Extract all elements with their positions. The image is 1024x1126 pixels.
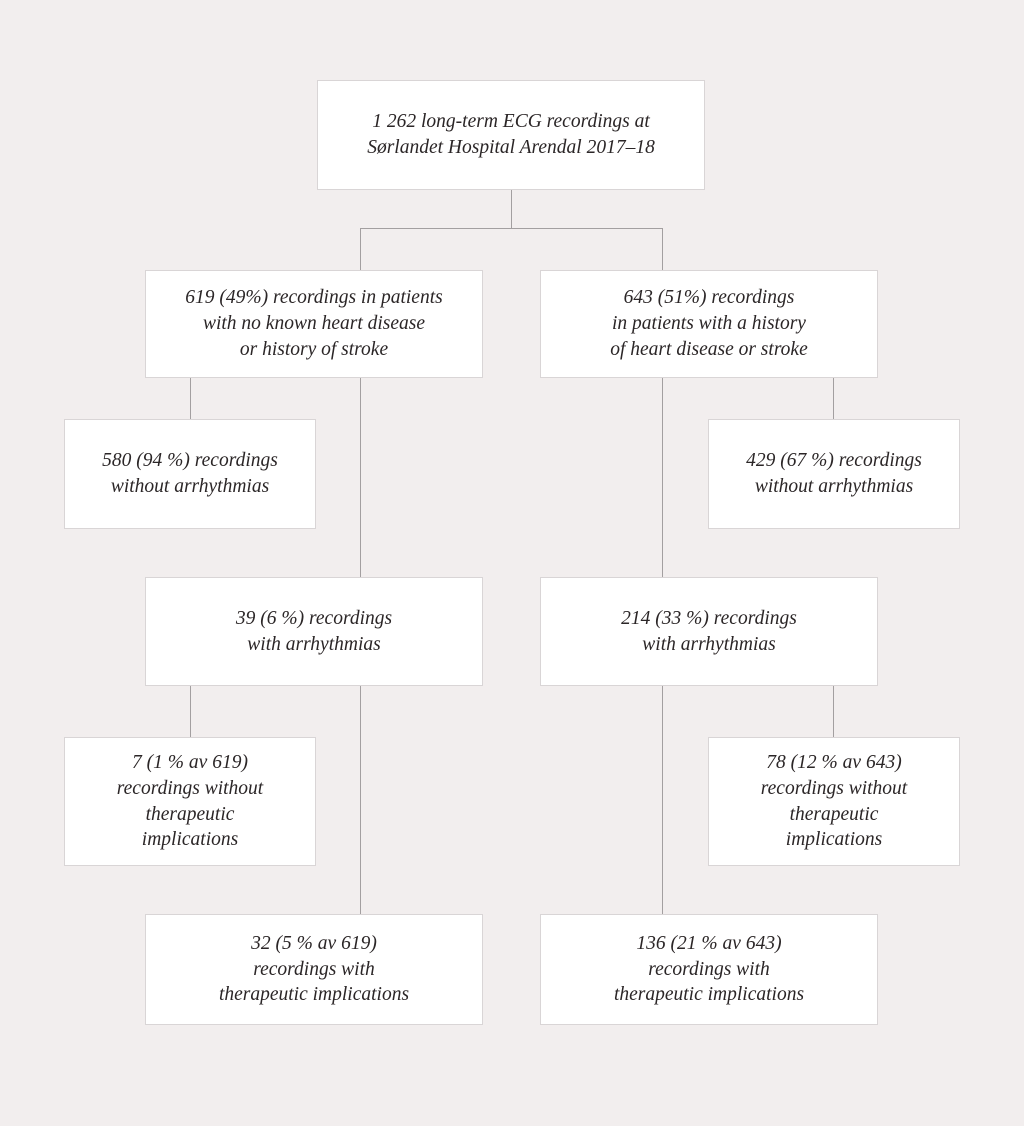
connector-left-side-upper xyxy=(190,378,191,419)
node-right-without-therapeutic-implications-text: 78 (12 % av 643) recordings without ther… xyxy=(760,751,908,851)
connector-left-branch-drop xyxy=(360,228,361,270)
node-history-heart-disease-text: 643 (51%) recordings in patients with a … xyxy=(610,287,808,360)
node-total-recordings-text: 1 262 long-term ECG recordings at Sørlan… xyxy=(367,111,655,158)
node-left-with-arrhythmias-text: 39 (6 %) recordings with arrhythmias xyxy=(235,607,393,655)
connector-left-side-lower xyxy=(190,686,191,737)
node-right-with-therapeutic-implications: 136 (21 % av 643) recordings with therap… xyxy=(540,914,878,1025)
connector-split-horizontal xyxy=(360,228,663,229)
node-no-known-heart-disease-text: 619 (49%) recordings in patients with no… xyxy=(185,287,443,360)
node-left-with-therapeutic-implications: 32 (5 % av 619) recordings with therapeu… xyxy=(145,914,483,1025)
node-total-recordings: 1 262 long-term ECG recordings at Sørlan… xyxy=(317,80,705,190)
node-right-with-arrhythmias-text: 214 (33 %) recordings with arrhythmias xyxy=(621,607,797,655)
node-right-without-therapeutic-implications: 78 (12 % av 643) recordings without ther… xyxy=(708,737,960,866)
node-no-known-heart-disease: 619 (49%) recordings in patients with no… xyxy=(145,270,483,378)
node-right-without-arrhythmias: 429 (67 %) recordings without arrhythmia… xyxy=(708,419,960,529)
connector-right-side-upper xyxy=(833,378,834,419)
connector-right-rail-lower xyxy=(662,686,663,914)
node-left-with-therapeutic-implications-text: 32 (5 % av 619) recordings with therapeu… xyxy=(218,932,410,1006)
node-history-heart-disease: 643 (51%) recordings in patients with a … xyxy=(540,270,878,378)
node-left-without-arrhythmias-text: 580 (94 %) recordings without arrhythmia… xyxy=(102,450,278,497)
node-left-without-therapeutic-implications-text: 7 (1 % av 619) recordings without therap… xyxy=(116,751,264,851)
node-right-without-arrhythmias-text: 429 (67 %) recordings without arrhythmia… xyxy=(746,450,922,497)
connector-right-branch-drop xyxy=(662,228,663,270)
node-left-with-arrhythmias: 39 (6 %) recordings with arrhythmias xyxy=(145,577,483,686)
connector-left-rail-lower xyxy=(360,686,361,914)
connector-stem xyxy=(511,190,512,228)
connector-right-side-lower xyxy=(833,686,834,737)
node-left-without-arrhythmias: 580 (94 %) recordings without arrhythmia… xyxy=(64,419,316,529)
connector-left-rail-upper xyxy=(360,378,361,577)
node-left-without-therapeutic-implications: 7 (1 % av 619) recordings without therap… xyxy=(64,737,316,866)
node-right-with-therapeutic-implications-text: 136 (21 % av 643) recordings with therap… xyxy=(613,932,805,1006)
node-right-with-arrhythmias: 214 (33 %) recordings with arrhythmias xyxy=(540,577,878,686)
connector-right-rail-upper xyxy=(662,378,663,577)
